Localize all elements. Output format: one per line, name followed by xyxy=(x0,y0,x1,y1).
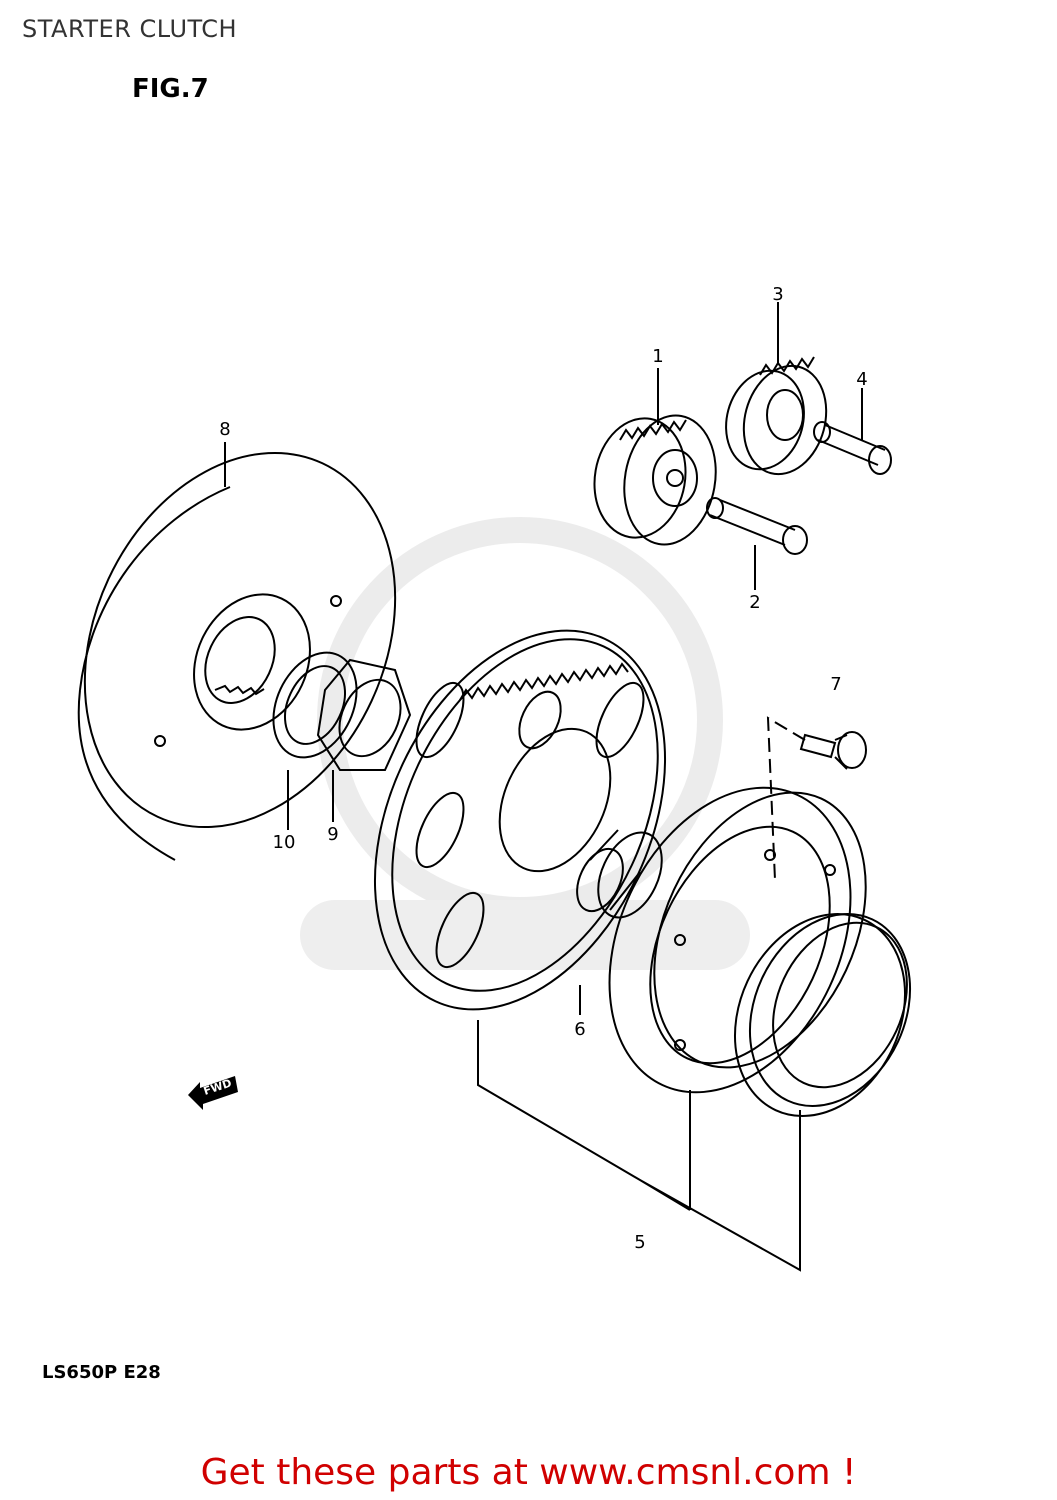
one-way-clutch-5 xyxy=(733,912,912,1117)
rotor-8 xyxy=(77,451,397,861)
leader-lines xyxy=(224,302,863,1272)
nut-9 xyxy=(316,658,412,771)
model-code: LS650P E28 xyxy=(42,1362,161,1383)
part-label-3: 3 xyxy=(772,284,783,305)
gear-3 xyxy=(725,356,828,476)
part-label-1: 1 xyxy=(652,346,663,367)
figure-number: FIG.7 xyxy=(132,74,209,104)
part-label-10: 10 xyxy=(273,832,296,853)
part-label-6: 6 xyxy=(574,1019,585,1040)
part-label-4: 4 xyxy=(856,369,867,390)
shaft-4 xyxy=(813,421,892,475)
leader-5 xyxy=(477,1020,801,1272)
parts-link[interactable]: Get these parts at www.cmsnl.com ! xyxy=(200,1452,857,1493)
part-label-2: 2 xyxy=(749,592,760,613)
needle-bearing-6 xyxy=(576,829,663,919)
page-title: STARTER CLUTCH xyxy=(22,15,238,43)
bolt-7 xyxy=(799,731,867,770)
part-label-9: 9 xyxy=(327,824,338,845)
part-label-7: 7 xyxy=(830,674,841,695)
part-label-5: 5 xyxy=(634,1232,645,1253)
fwd-arrow-icon: FWD xyxy=(188,1076,238,1110)
bolt-7-guide xyxy=(766,716,806,881)
gear-1 xyxy=(593,414,717,546)
watermark-logo xyxy=(300,517,750,970)
washer-10 xyxy=(272,651,358,759)
part-label-8: 8 xyxy=(219,419,230,440)
shaft-2 xyxy=(706,497,808,555)
starter-gear-6 xyxy=(373,629,667,1011)
starter-clutch-assy-5 xyxy=(608,786,867,1094)
